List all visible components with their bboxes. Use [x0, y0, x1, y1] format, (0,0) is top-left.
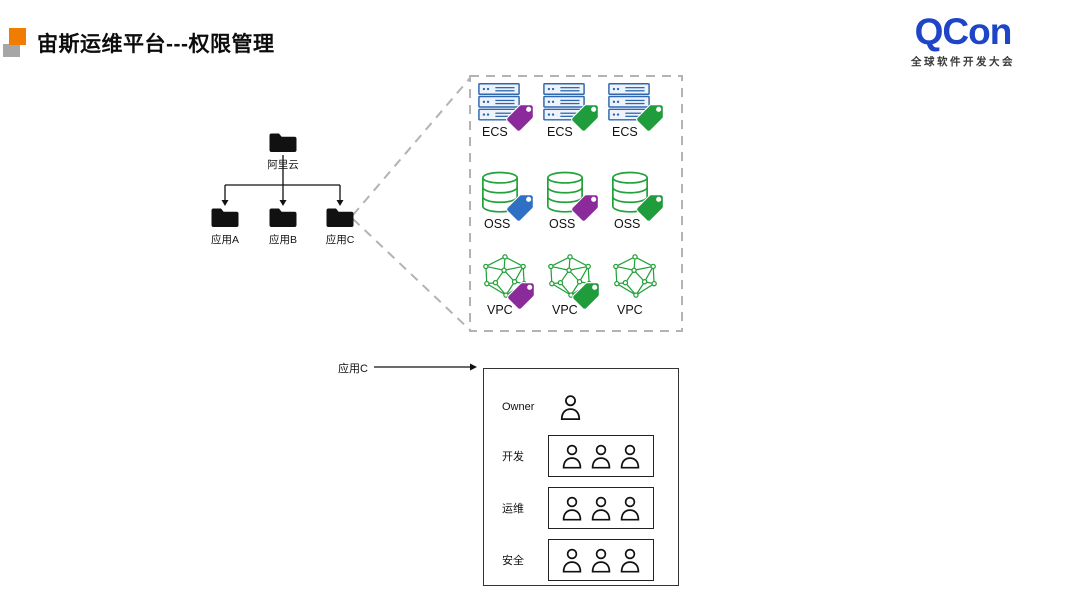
appc-pointer-arrow: [374, 363, 477, 371]
perm-group-label: 开发: [502, 451, 524, 463]
person-icon: [560, 443, 584, 470]
resource-item-vpc-2: VPC: [548, 254, 618, 317]
tag-icon: [504, 102, 536, 134]
resource-item-oss-3: OSS: [610, 170, 680, 232]
tree-node-app-a: 应用A: [196, 206, 254, 247]
person-icon: [618, 443, 642, 470]
tag-icon: [634, 102, 666, 134]
person-icon: [589, 547, 613, 574]
perm-group-label: Owner: [502, 401, 535, 413]
resource-item-ecs-1: ECS: [478, 82, 548, 144]
resource-item-oss-2: OSS: [545, 170, 615, 232]
perm-group-label: 运维: [502, 503, 524, 515]
tree-node-app-c: 应用C: [311, 206, 369, 247]
tree-root-node: 阿里云: [254, 131, 312, 172]
perm-row-sec: 安全: [484, 539, 678, 581]
member-group-dev: [548, 435, 654, 477]
resource-label: ECS: [547, 125, 573, 139]
person-icon: [560, 547, 584, 574]
network-icon: [613, 254, 657, 298]
person-icon: [618, 547, 642, 574]
folder-icon: [210, 206, 240, 229]
member-group-ops: [548, 487, 654, 529]
person-icon: [589, 495, 613, 522]
resource-label: VPC: [552, 303, 578, 317]
resource-item-oss-1: OSS: [480, 170, 550, 232]
folder-icon: [325, 206, 355, 229]
resource-label: ECS: [612, 125, 638, 139]
qcon-logo: QCon 全球软件开发大会: [903, 11, 1023, 69]
person-icon: [560, 495, 584, 522]
tree-label-app-c: 应用C: [325, 234, 355, 246]
member-group-sec: [548, 539, 654, 581]
tag-icon: [569, 102, 601, 134]
page-title: 宙斯运维平台---权限管理: [37, 33, 275, 56]
member-group-owner: [558, 393, 583, 422]
folder-icon: [268, 131, 298, 154]
appc-pointer-label: 应用C: [338, 363, 368, 375]
accent-square-gray: [3, 44, 20, 57]
resource-item-vpc-3: VPC: [613, 254, 683, 317]
permission-panel: Owner 开发 运维 安全: [483, 368, 679, 586]
accent-square-orange: [9, 28, 26, 45]
resource-label: OSS: [484, 217, 511, 231]
qcon-logo-text: QCon: [914, 11, 1013, 52]
tree-root-label: 阿里云: [267, 159, 299, 171]
person-icon: [618, 495, 642, 522]
tree-label-app-a: 应用A: [210, 234, 239, 246]
resource-label: OSS: [549, 217, 576, 231]
resource-item-vpc-1: VPC: [483, 254, 553, 317]
resource-item-ecs-2: ECS: [543, 82, 613, 144]
resource-label: VPC: [617, 303, 643, 317]
perm-group-label: 安全: [502, 555, 524, 567]
perm-row-owner: Owner: [484, 389, 678, 425]
resource-item-ecs-3: ECS: [608, 82, 678, 144]
resource-label: VPC: [487, 303, 513, 317]
qcon-logo-subtitle: 全球软件开发大会: [911, 55, 1015, 68]
resource-label: OSS: [614, 217, 641, 231]
tree-node-app-b: 应用B: [254, 206, 312, 247]
folder-icon: [268, 206, 298, 229]
perm-row-dev: 开发: [484, 435, 678, 477]
person-icon: [589, 443, 613, 470]
tree-label-app-b: 应用B: [268, 234, 297, 246]
person-icon: [558, 393, 583, 422]
perm-row-ops: 运维: [484, 487, 678, 529]
resource-label: ECS: [482, 125, 508, 139]
